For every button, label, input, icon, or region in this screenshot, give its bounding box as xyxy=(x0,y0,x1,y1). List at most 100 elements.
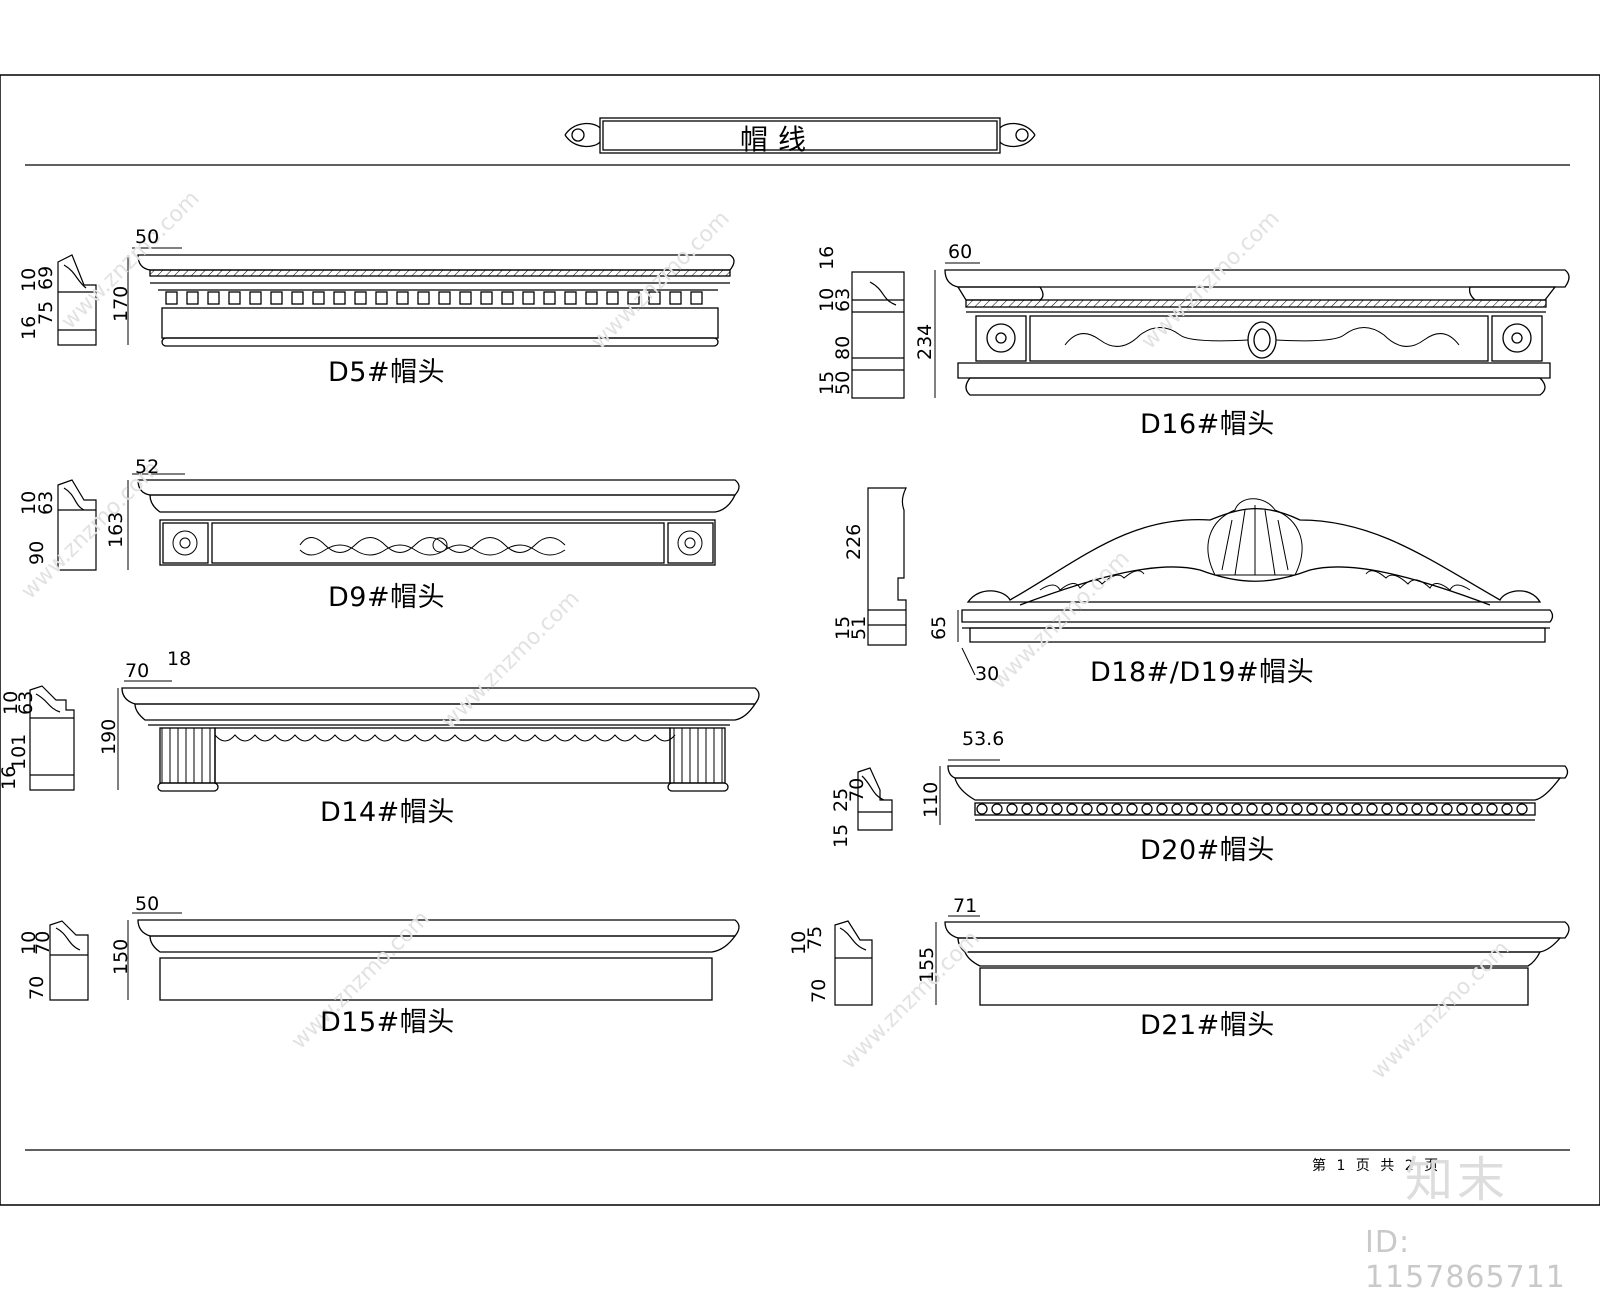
d21-section-dim-3: 70 xyxy=(808,978,830,1003)
egg-ornament xyxy=(1216,803,1228,815)
d14-section-dim-2: 63 xyxy=(15,690,37,715)
d21-height-dim: 155 xyxy=(916,946,938,983)
d16-dim-lines xyxy=(934,262,980,398)
d9-section-dim-2: 63 xyxy=(35,490,57,515)
d16-section-profile xyxy=(851,271,905,399)
d16-section-dim-4: 80 xyxy=(832,335,854,360)
d21-elevation xyxy=(944,921,1570,1006)
d15-section-dim-3: 70 xyxy=(26,975,48,1000)
dentil-block xyxy=(417,291,430,305)
egg-ornament xyxy=(1261,803,1273,815)
d18-height-dim: 226 xyxy=(843,523,865,560)
d16-elevation xyxy=(944,269,1570,396)
egg-ornament xyxy=(1471,803,1483,815)
egg-ornament xyxy=(1231,803,1243,815)
d18-width-dim: 30 xyxy=(975,663,1000,685)
egg-ornament xyxy=(1141,803,1153,815)
d18-height-dim-2: 65 xyxy=(928,615,950,640)
d9-dim-lines xyxy=(127,473,185,570)
d21-section-dim-2: 75 xyxy=(804,925,826,950)
d16-section-dim-1: 16 xyxy=(816,245,838,270)
dentil-block xyxy=(459,291,472,305)
egg-ornament xyxy=(1006,803,1018,815)
d14-height-dim: 190 xyxy=(98,718,120,755)
dentil-block xyxy=(396,291,409,305)
dentil-block xyxy=(669,291,682,305)
d15-width-dim: 50 xyxy=(135,893,160,915)
dentil-block xyxy=(501,291,514,305)
d5-section-dim-4: 16 xyxy=(18,315,40,340)
page-info: 第 1 页 共 2 页 xyxy=(1312,1158,1442,1174)
dentil-block xyxy=(207,291,220,305)
d15-section-profile xyxy=(49,920,89,1001)
d21-label: D21#帽头 xyxy=(1140,1010,1275,1041)
d16-height-dim: 234 xyxy=(914,323,936,360)
drawing-title: 帽线 xyxy=(740,123,817,156)
dentil-block xyxy=(249,291,262,305)
d20-label: D20#帽头 xyxy=(1140,835,1275,866)
egg-ornament xyxy=(1366,803,1378,815)
egg-ornament xyxy=(1096,803,1108,815)
d18-section-profile xyxy=(867,487,907,646)
d9-height-dim: 163 xyxy=(105,511,127,548)
egg-ornament xyxy=(1396,803,1408,815)
egg-ornament xyxy=(1186,803,1198,815)
d5-height-dim: 170 xyxy=(110,285,132,322)
d20-elevation xyxy=(947,765,1569,821)
egg-ornament xyxy=(1111,803,1123,815)
egg-ornament xyxy=(1411,803,1423,815)
d5-width-dim: 50 xyxy=(135,226,160,248)
dentil-block xyxy=(690,291,703,305)
dentil-block xyxy=(333,291,346,305)
brand-logo: 知末 xyxy=(1405,1152,1510,1208)
d15-label: D15#帽头 xyxy=(320,1007,455,1038)
d18-dim-lines xyxy=(957,610,976,676)
d5-section-profile xyxy=(57,254,97,346)
watermark-layer: www.znzmo.com www.znzmo.com www.znzmo.co… xyxy=(17,186,1515,1084)
d20-egg-and-dart-row xyxy=(976,803,1528,815)
egg-ornament xyxy=(1351,803,1363,815)
dentil-block xyxy=(543,291,556,305)
egg-ornament xyxy=(1306,803,1318,815)
d21-dim-lines xyxy=(935,915,980,1005)
d15-elevation xyxy=(137,919,740,1001)
egg-ornament xyxy=(1291,803,1303,815)
d15-height-dim: 150 xyxy=(110,938,132,975)
watermark-text: www.znzmo.com xyxy=(587,206,735,354)
egg-ornament xyxy=(1456,803,1468,815)
d16-section-dim-6: 15 xyxy=(816,370,838,395)
d5-dentil-row xyxy=(165,291,703,305)
d14-dim-lines xyxy=(117,680,172,790)
egg-ornament xyxy=(1081,803,1093,815)
egg-ornament xyxy=(1486,803,1498,815)
d5-label: D5#帽头 xyxy=(328,357,446,388)
dentil-block xyxy=(438,291,451,305)
egg-ornament xyxy=(1066,803,1078,815)
dentil-block xyxy=(648,291,661,305)
egg-ornament xyxy=(1381,803,1393,815)
d9-section-dim-3: 90 xyxy=(26,540,48,565)
d14-section-dim-4: 16 xyxy=(0,765,20,790)
egg-ornament xyxy=(1501,803,1513,815)
dentil-block xyxy=(291,291,304,305)
egg-ornament xyxy=(1441,803,1453,815)
document-id: ID: 1157865711 xyxy=(1365,1225,1566,1295)
d21-section-profile xyxy=(834,920,873,1006)
egg-ornament xyxy=(1021,803,1033,815)
dentil-block xyxy=(186,291,199,305)
d16-label: D16#帽头 xyxy=(1140,409,1275,440)
d14-elevation xyxy=(121,687,760,792)
egg-ornament xyxy=(1201,803,1213,815)
egg-ornament xyxy=(976,803,988,815)
d18-label: D18#/D19#帽头 xyxy=(1090,657,1315,688)
d15-dim-lines xyxy=(127,912,182,1000)
watermark-text: www.znzmo.com xyxy=(837,926,985,1074)
egg-ornament xyxy=(1126,803,1138,815)
d16-width-dim: 60 xyxy=(948,241,973,263)
egg-ornament xyxy=(1336,803,1348,815)
d9-section-profile xyxy=(57,479,97,571)
d5-elevation xyxy=(137,254,735,347)
d14-section-profile xyxy=(29,685,75,791)
dentil-block xyxy=(228,291,241,305)
d20-height-dim: 110 xyxy=(920,781,942,818)
